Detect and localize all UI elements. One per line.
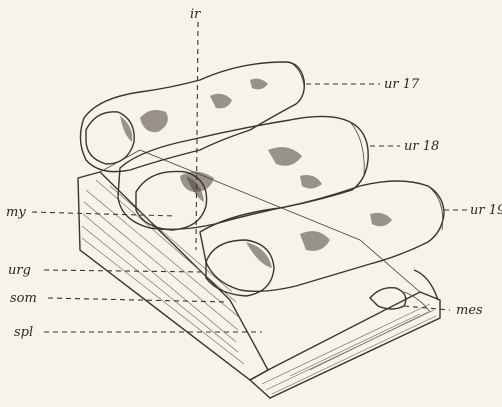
- label-ir: ir: [190, 7, 201, 22]
- label-spl: spl: [14, 325, 33, 340]
- splanchnic-wall: [250, 292, 440, 398]
- somatic-wall: [78, 172, 268, 380]
- label-mes: mes: [456, 303, 483, 318]
- urogenital-lumen: [206, 240, 274, 296]
- left-opening: [86, 112, 134, 164]
- label-ur18: ur 18: [404, 139, 439, 154]
- segment-ur17: [80, 62, 304, 172]
- leader-lines: [32, 22, 468, 332]
- leader-som: [48, 298, 228, 302]
- leader-my: [32, 212, 176, 216]
- label-som: som: [10, 291, 37, 306]
- label-ur19: ur 19: [470, 203, 502, 218]
- leader-ir: [196, 22, 198, 250]
- label-my: my: [6, 205, 26, 220]
- mesentery-fold: [370, 270, 438, 312]
- label-ur17: ur 17: [384, 77, 420, 92]
- segment-ur19: [200, 181, 444, 291]
- label-urg: urg: [8, 263, 31, 278]
- segment-ur18: [118, 116, 368, 229]
